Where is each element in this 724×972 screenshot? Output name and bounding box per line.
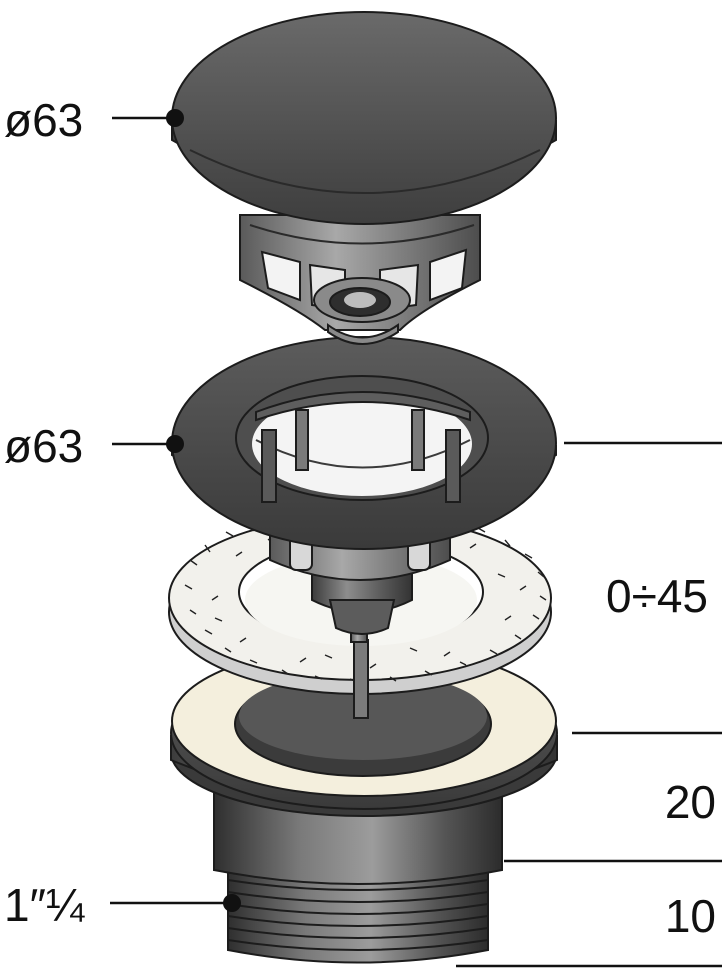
waste-body bbox=[170, 645, 558, 964]
cap-disc bbox=[171, 11, 557, 225]
cap-diameter-callout: ø63 bbox=[4, 94, 184, 146]
body-height-label: 20 bbox=[665, 776, 716, 828]
thread-size-label: 1″¼ bbox=[4, 879, 85, 931]
thread-length-label: 10 bbox=[665, 890, 716, 942]
thread-size-callout: 1″¼ bbox=[4, 879, 241, 931]
dimension-lines bbox=[456, 441, 722, 968]
adjust-range-label: 0÷45 bbox=[606, 570, 708, 622]
flange-diameter-callout: ø63 bbox=[4, 420, 184, 472]
cap-diameter-label: ø63 bbox=[4, 94, 83, 146]
flange-diameter-label: ø63 bbox=[4, 420, 83, 472]
cap-cage bbox=[239, 214, 481, 345]
thread-section bbox=[227, 869, 489, 964]
flange-ring bbox=[171, 336, 557, 550]
